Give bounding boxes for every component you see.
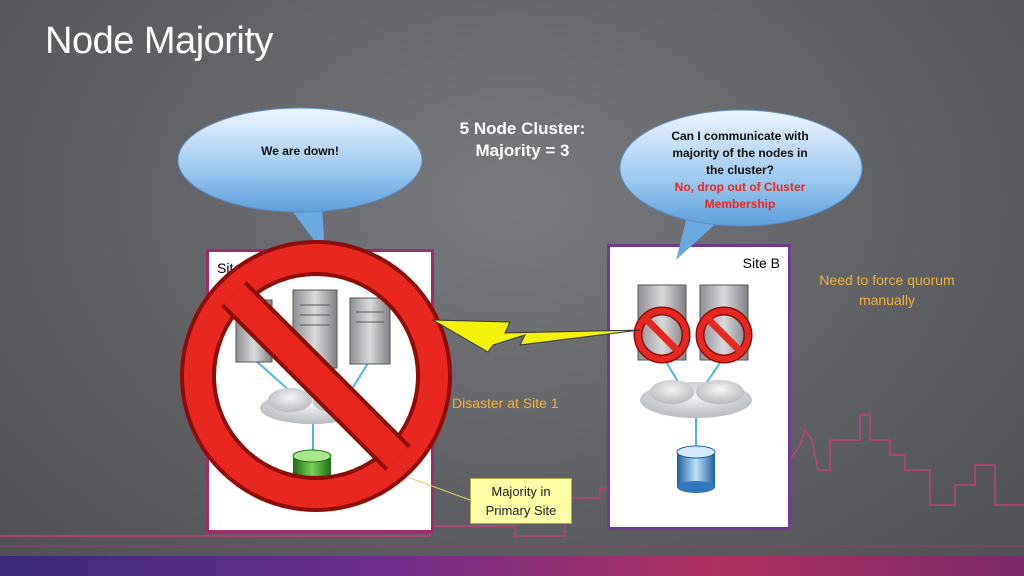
lightning-link-icon bbox=[432, 319, 641, 353]
disaster-note: Disaster at Site 1 bbox=[452, 395, 559, 411]
site-b-label: Site B bbox=[742, 255, 780, 271]
bubble-line: Can I communicate with bbox=[671, 129, 809, 143]
bottom-accent-bar bbox=[0, 556, 1024, 576]
cluster-title-line: Majority = 3 bbox=[475, 141, 570, 160]
site-a-speech-bubble bbox=[177, 107, 423, 255]
bubble-answer-line: No, drop out of Cluster bbox=[674, 180, 806, 194]
cluster-title-line: 5 Node Cluster: bbox=[459, 119, 586, 138]
callout-line: Majority in bbox=[491, 484, 551, 499]
bubble-line: the cluster? bbox=[705, 163, 774, 177]
bubble-line: majority of the nodes in bbox=[672, 146, 808, 160]
bubble-answer-line: Membership bbox=[704, 197, 776, 211]
callout-connector bbox=[409, 477, 471, 501]
note-line: manually bbox=[858, 292, 916, 308]
site-b-speech-bubble bbox=[619, 109, 863, 260]
force-quorum-note: Need to force quorum manually bbox=[802, 270, 972, 310]
server-no-symbol-icon bbox=[695, 306, 753, 364]
server-icon bbox=[349, 297, 391, 365]
network-cloud-icon bbox=[640, 380, 752, 418]
site-b-network bbox=[633, 284, 753, 493]
cluster-title: 5 Node Cluster: Majority = 3 bbox=[440, 118, 605, 162]
slide-title: Node Majority bbox=[45, 20, 273, 62]
site-a-bubble-text: We are down! bbox=[261, 144, 339, 158]
callout-line: Primary Site bbox=[485, 503, 557, 518]
majority-primary-callout: Majority in Primary Site bbox=[470, 478, 572, 524]
storage-cylinder-icon bbox=[676, 445, 716, 493]
site-a-down-no-symbol bbox=[180, 240, 452, 512]
server-no-symbol-icon bbox=[633, 306, 691, 364]
note-line: Need to force quorum bbox=[819, 272, 955, 288]
site-b-bubble-text: Can I communicate with majority of the n… bbox=[640, 128, 840, 213]
